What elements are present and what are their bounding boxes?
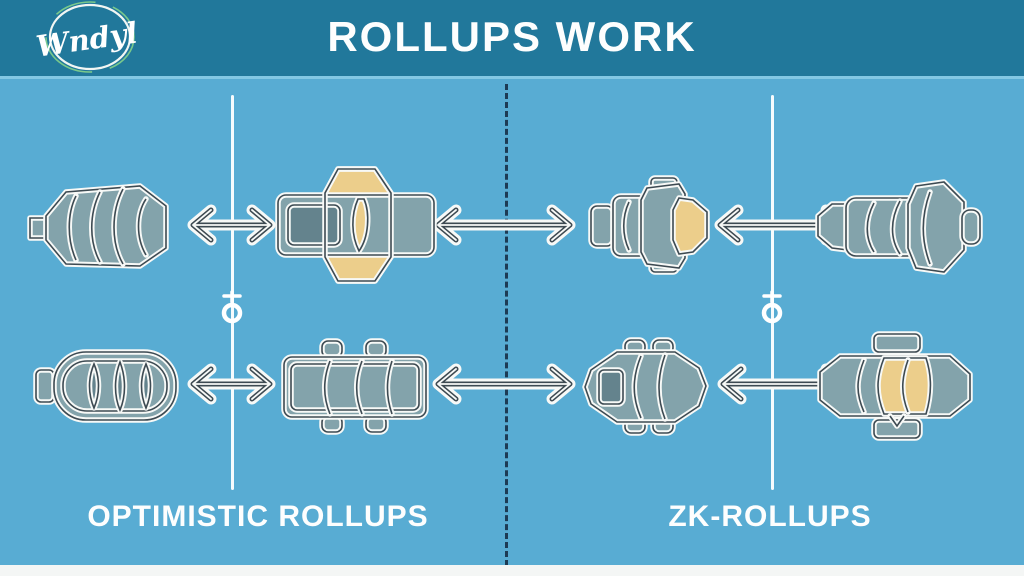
label-zk-rollups: ZK-ROLLUPS bbox=[668, 500, 872, 533]
boxy-expanded-car bbox=[281, 338, 429, 435]
compressed-car-yellow-front bbox=[588, 175, 710, 275]
brand-logo: Wndyl bbox=[34, 1, 140, 73]
header-bar: Wndyl ROLLUPS WORK bbox=[0, 0, 1024, 76]
expanded-car-yellow-roof bbox=[275, 166, 437, 284]
lock-icon bbox=[761, 290, 783, 324]
two-way-arrow-icon bbox=[187, 363, 276, 405]
two-way-arrow-icon bbox=[432, 204, 576, 246]
label-optimistic-rollups: OPTIMISTIC ROLLUPS bbox=[87, 500, 429, 533]
header-underline bbox=[0, 76, 1024, 79]
stretched-car bbox=[815, 179, 983, 275]
brand-logo-text: Wndyl bbox=[34, 16, 140, 64]
two-way-arrow-icon bbox=[187, 204, 276, 246]
dashed-divider bbox=[505, 84, 508, 566]
bottom-strip bbox=[0, 565, 1024, 576]
expanded-car-yellow-center bbox=[817, 331, 973, 441]
two-way-arrow-icon bbox=[432, 363, 576, 405]
fully-compressed-car bbox=[27, 183, 169, 269]
lock-icon bbox=[221, 290, 243, 324]
page-title: ROLLUPS WORK bbox=[327, 13, 697, 60]
compact-rounded-car bbox=[582, 337, 709, 436]
rolled-cylinder-car bbox=[33, 349, 179, 423]
